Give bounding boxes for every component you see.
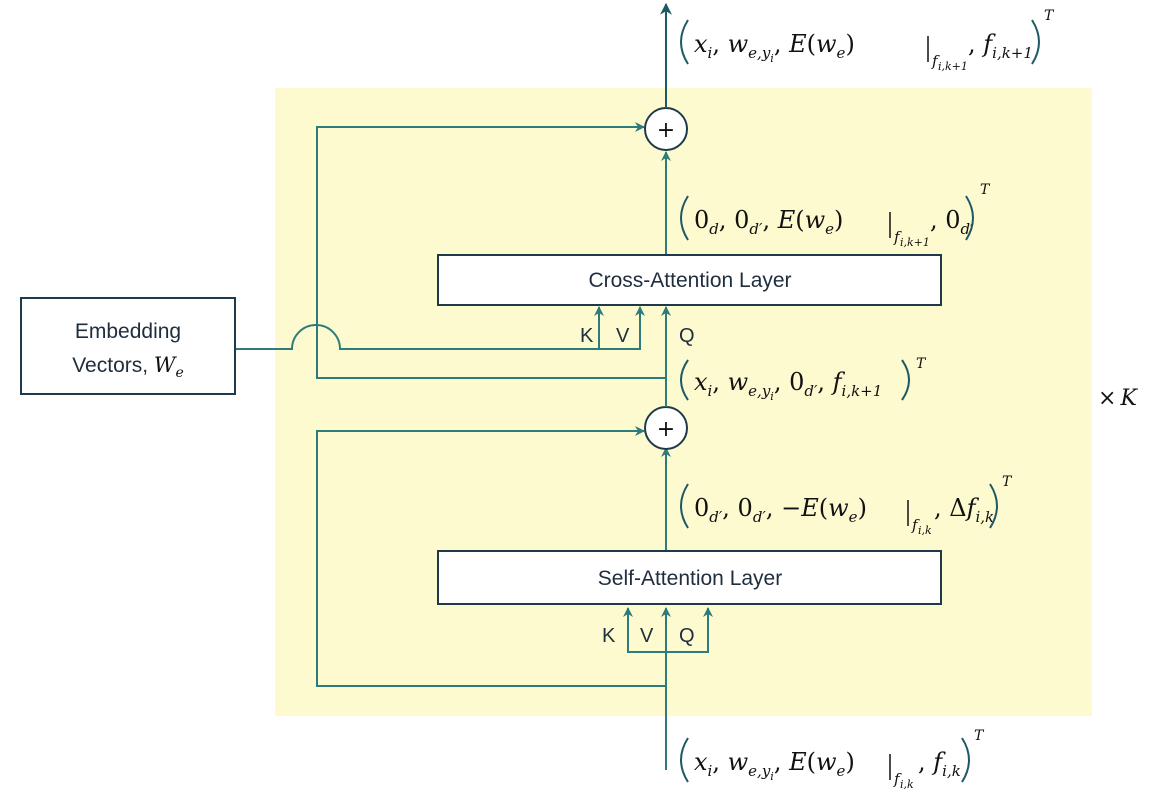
upper-residual-arrow: [316, 122, 666, 379]
svg-text:xi, we,yi, E(we): xi, we,yi, E(we): [694, 748, 855, 783]
input-vector-equation: xi, we,yi, E(we) f i,k , fi,k T: [680, 728, 985, 791]
output-vector-equation: xi, we,yi, E(we) f i,k+1 , fi,k+1 T: [680, 8, 1055, 73]
repeated-block-region: [275, 88, 1092, 716]
self-attn-q-branch: [666, 607, 713, 653]
lower-sum-output-equation: xi, we,yi, 0d′, fi,k+1 T: [680, 356, 927, 403]
cross-attn-q-label: Q: [679, 325, 695, 347]
svg-text:T: T: [980, 182, 991, 198]
svg-text:i,k: i,k: [918, 524, 932, 537]
lower-residual-arrow: [316, 426, 666, 687]
svg-text:f: f: [931, 52, 940, 70]
svg-text:, Δfi,k: , Δfi,k: [934, 494, 994, 526]
upper-sum-symbol: +: [657, 118, 675, 143]
svg-text:0d′, 0d′, −E(we): 0d′, 0d′, −E(we): [694, 494, 867, 526]
self-attention-layer-box: [437, 550, 942, 605]
cross-attn-k-label: K: [580, 325, 594, 347]
svg-text:, fi,k: , fi,k: [918, 748, 961, 780]
svg-text:xi, we,yi, E(we): xi, we,yi, E(we): [694, 30, 855, 65]
cross-attn-v-label: V: [616, 325, 630, 347]
svg-text:T: T: [1044, 8, 1055, 24]
cross-attention-layer-label: Cross-Attention Layer: [588, 269, 791, 292]
svg-text:i,k: i,k: [900, 778, 914, 791]
lower-sum-symbol: +: [657, 417, 675, 442]
svg-text:f: f: [911, 516, 920, 534]
embedding-label-line1: Embedding: [75, 320, 181, 343]
self-attn-k-label: K: [602, 625, 616, 647]
self-attn-kv-branch: [623, 607, 666, 653]
self-attention-layer-label: Self-Attention Layer: [598, 567, 782, 590]
self-attn-output-equation: 0d′, 0d′, −E(we) f i,k , Δfi,k T: [680, 474, 1013, 537]
cross-attention-layer-box: [437, 254, 942, 306]
embedding-label-line2: Vectors, We: [72, 353, 184, 381]
svg-text:f: f: [893, 228, 902, 246]
svg-text:T: T: [1002, 474, 1013, 490]
svg-text:T: T: [916, 356, 927, 372]
svg-text:f: f: [893, 770, 902, 788]
self-attn-q-label: Q: [679, 625, 695, 647]
embedding-vectors-box: [20, 297, 236, 395]
svg-text:0d, 0d′, E(we): 0d, 0d′, E(we): [694, 206, 843, 238]
self-attn-v-label: V: [640, 625, 654, 647]
svg-text:i,k+1: i,k+1: [900, 236, 930, 249]
svg-text:xi, we,yi, 0d′, fi,k+1: xi, we,yi, 0d′, fi,k+1: [694, 368, 882, 403]
svg-text:, fi,k+1: , fi,k+1: [968, 30, 1033, 62]
embedding-feed-arrow: [236, 306, 645, 350]
repeat-indicator: ×K: [1098, 386, 1138, 411]
svg-text:T: T: [974, 728, 985, 744]
svg-text:i,k+1: i,k+1: [938, 60, 968, 73]
